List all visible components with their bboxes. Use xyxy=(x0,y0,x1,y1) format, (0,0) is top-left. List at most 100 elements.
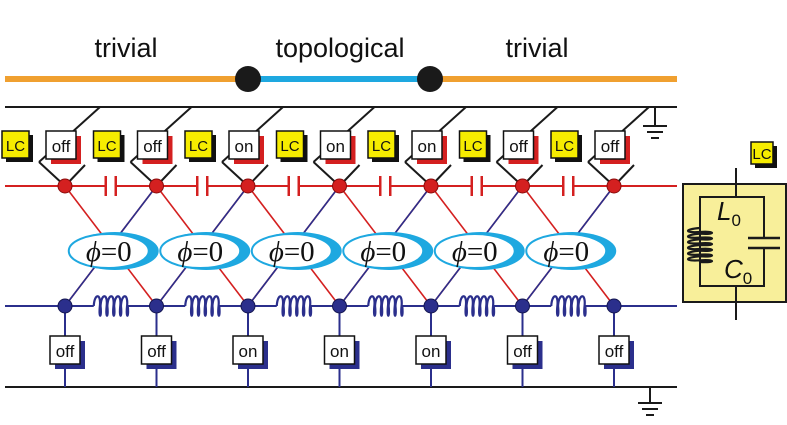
lc-box xyxy=(550,130,579,159)
flux-loop-ring xyxy=(67,233,150,269)
bottom-switch[interactable]: on xyxy=(415,306,451,387)
top-switch[interactable]: LC on xyxy=(184,106,284,187)
state-label: on xyxy=(418,137,437,156)
label-trivial-left: trivial xyxy=(94,33,157,63)
red-node xyxy=(423,178,439,194)
inductor-coil xyxy=(458,295,496,317)
top-switch[interactable]: LC off xyxy=(1,106,101,187)
state-label: on xyxy=(330,342,349,361)
state-box xyxy=(411,130,443,160)
state-box xyxy=(594,130,626,160)
state-box xyxy=(232,335,264,365)
red-node xyxy=(332,178,347,194)
bottom-switch[interactable]: on xyxy=(232,306,268,387)
flux-loop: ϕ=0 xyxy=(433,232,525,270)
lc-box-label: LC xyxy=(372,138,391,155)
flux-label: ϕ=0 xyxy=(452,236,498,268)
lc-box-label: LC xyxy=(555,138,574,155)
state-box xyxy=(319,130,352,160)
red-node xyxy=(240,178,256,194)
top-switch[interactable]: LC off xyxy=(550,106,650,187)
lc-box xyxy=(92,130,122,159)
state-box xyxy=(323,335,356,365)
bottom-switch[interactable]: on xyxy=(323,306,360,387)
blue-node xyxy=(515,298,530,314)
ground-symbol-bottom xyxy=(638,387,662,416)
state-label: off xyxy=(147,342,166,361)
lc-box xyxy=(184,130,213,159)
state-box xyxy=(228,130,260,160)
label-trivial-right: trivial xyxy=(505,33,568,63)
inductor-coil xyxy=(367,295,404,317)
lc-inductor-coil xyxy=(686,226,714,264)
state-label: on xyxy=(235,137,254,156)
flux-loop: ϕ=0 xyxy=(525,232,617,270)
inductor-coil xyxy=(92,295,130,317)
blue-node xyxy=(423,298,439,314)
state-label: off xyxy=(56,342,75,361)
lc-box-label: LC xyxy=(97,138,116,155)
lc-box xyxy=(1,130,30,159)
state-label: off xyxy=(509,137,528,156)
bottom-switch[interactable]: off xyxy=(140,306,177,387)
lc-coil-path xyxy=(686,226,714,264)
state-box xyxy=(502,130,535,160)
lc-box-label: LC xyxy=(189,138,208,155)
top-switch[interactable]: LC off xyxy=(92,106,193,187)
inductor-coil xyxy=(550,295,587,317)
lc-box xyxy=(275,130,305,159)
lc-box-label: LC xyxy=(6,138,25,155)
lc-legend: LC L0 C0 xyxy=(682,141,787,320)
blue-node xyxy=(57,298,73,314)
flux-loop: ϕ=0 xyxy=(159,232,251,270)
state-label: off xyxy=(52,137,71,156)
bottom-switch[interactable]: off xyxy=(49,306,85,387)
lc-badge xyxy=(750,141,774,165)
blue-node xyxy=(332,298,347,314)
state-label: off xyxy=(601,137,620,156)
state-box xyxy=(598,335,630,365)
ground-symbol-top xyxy=(643,107,667,139)
bottom-switch-row: off off on on on off off xyxy=(49,306,634,387)
state-box xyxy=(506,335,539,365)
label-topological: topological xyxy=(275,33,404,63)
state-label: on xyxy=(239,342,258,361)
flux-label: ϕ=0 xyxy=(177,236,223,268)
flux-label: ϕ=0 xyxy=(269,236,315,268)
flux-loop-ring xyxy=(525,233,608,269)
blue-node xyxy=(240,298,256,314)
lc-capacitor-label: C0 xyxy=(724,254,752,288)
nodes xyxy=(57,178,622,314)
state-box xyxy=(49,335,81,365)
flux-label: ϕ=0 xyxy=(543,236,589,268)
state-label: on xyxy=(326,137,345,156)
flux-loop: ϕ=0 xyxy=(342,232,434,270)
flux-label: ϕ=0 xyxy=(360,236,406,268)
flux-loop-ring xyxy=(342,233,425,269)
top-switch[interactable]: LC on xyxy=(367,106,467,187)
inductor-coil xyxy=(184,295,221,317)
lc-badge-label: LC xyxy=(752,146,771,163)
domain-wall-left xyxy=(235,66,261,92)
domain-bar: trivial topological trivial xyxy=(5,33,677,92)
blue-node xyxy=(149,298,164,314)
red-node xyxy=(515,178,530,194)
top-switch[interactable]: LC on xyxy=(275,106,376,187)
flux-label: ϕ=0 xyxy=(86,236,132,268)
flux-loop: ϕ=0 xyxy=(67,232,159,270)
flux-loop-ring xyxy=(250,233,333,269)
lc-inner-loop-right-low xyxy=(736,248,765,287)
lc-box-label: LC xyxy=(280,138,299,155)
state-label: on xyxy=(422,342,441,361)
bottom-switch[interactable]: off xyxy=(506,306,543,387)
lc-inner-loop xyxy=(699,184,737,302)
flux-loops: ϕ=0 ϕ=0 ϕ=0 ϕ=0 ϕ=0 ϕ=0 xyxy=(67,232,617,270)
state-label: off xyxy=(605,342,624,361)
flux-loop: ϕ=0 xyxy=(250,232,342,270)
bottom-switch[interactable]: off xyxy=(598,306,634,387)
lc-box xyxy=(367,130,396,159)
state-label: off xyxy=(143,137,162,156)
